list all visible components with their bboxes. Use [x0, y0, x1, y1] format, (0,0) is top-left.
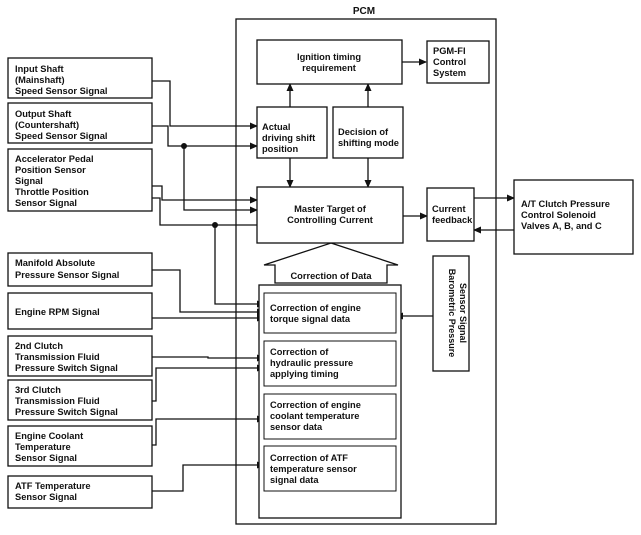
signal-lines	[152, 58, 515, 492]
svg-text:coolant temperature: coolant temperature	[270, 411, 359, 421]
atf-temperature-box: ATF Temperature Sensor Signal	[7, 475, 153, 509]
accelerator-throttle-box: Accelerator Pedal Position Sensor Signal…	[7, 148, 153, 212]
correction-hydraulic-box: Correction of hydraulic pressure applyin…	[263, 340, 397, 387]
svg-text:Engine RPM Signal: Engine RPM Signal	[15, 307, 100, 317]
svg-text:Correction of engine: Correction of engine	[270, 303, 361, 313]
svg-text:3rd Clutch: 3rd Clutch	[15, 385, 61, 395]
svg-text:Master Target of: Master Target of	[294, 204, 367, 214]
correction-torque-box: Correction of engine torque signal data	[263, 292, 397, 334]
svg-text:ATF Temperature: ATF Temperature	[15, 481, 91, 491]
svg-text:temperature sensor: temperature sensor	[270, 464, 357, 474]
svg-text:Sensor Signal: Sensor Signal	[15, 198, 77, 208]
svg-text:torque signal data: torque signal data	[270, 314, 351, 324]
pgm-fi-box: PGM-FI Control System	[426, 40, 490, 84]
engine-rpm-box: Engine RPM Signal	[7, 292, 153, 330]
svg-text:position: position	[262, 144, 298, 154]
correction-of-data-arrow	[263, 242, 399, 284]
svg-text:Pressure Sensor Signal: Pressure Sensor Signal	[15, 270, 119, 280]
map-sensor-box: Manifold Absolute Pressure Sensor Signal	[7, 252, 153, 287]
svg-text:Current: Current	[432, 204, 466, 214]
svg-text:Transmission Fluid: Transmission Fluid	[15, 352, 100, 362]
svg-text:Output Shaft: Output Shaft	[15, 109, 71, 119]
svg-text:Correction of engine: Correction of engine	[270, 400, 361, 410]
svg-text:PGM-FI: PGM-FI	[433, 46, 466, 56]
svg-text:Sensor Signal: Sensor Signal	[15, 453, 77, 463]
correction-atf-box: Correction of ATF temperature sensor sig…	[263, 445, 397, 492]
input-shaft-box: Input Shaft (Mainshaft) Speed Sensor Sig…	[7, 57, 153, 99]
svg-text:shifting mode: shifting mode	[338, 138, 399, 148]
svg-text:Controlling Current: Controlling Current	[287, 215, 373, 225]
svg-text:feedback: feedback	[432, 215, 473, 225]
3rd-clutch-box: 3rd Clutch Transmission Fluid Pressure S…	[7, 379, 153, 421]
svg-text:driving shift: driving shift	[262, 133, 315, 143]
solenoid-valves-box: A/T Clutch Pressure Control Solenoid Val…	[513, 179, 634, 255]
svg-text:sensor data: sensor data	[270, 422, 323, 432]
correction-of-data-label: Correction of Data	[290, 271, 372, 281]
svg-text:Accelerator Pedal: Accelerator Pedal	[15, 154, 94, 164]
svg-text:(Countershaft): (Countershaft)	[15, 120, 79, 130]
master-target-box: Master Target of Controlling Current	[256, 186, 404, 244]
svg-text:Decision of: Decision of	[338, 127, 389, 137]
2nd-clutch-box: 2nd Clutch Transmission Fluid Pressure S…	[7, 335, 153, 377]
svg-text:Valves A, B, and C: Valves A, B, and C	[521, 221, 602, 231]
svg-text:Actual: Actual	[262, 122, 290, 132]
svg-text:Input Shaft: Input Shaft	[15, 64, 64, 74]
svg-text:Throttle Position: Throttle Position	[15, 187, 89, 197]
svg-text:Barometric Pressure: Barometric Pressure	[447, 269, 457, 358]
barometric-pressure-box: Barometric Pressure Sensor Signal	[432, 255, 470, 372]
svg-text:Speed Sensor Signal: Speed Sensor Signal	[15, 86, 107, 96]
svg-text:Signal: Signal	[15, 176, 43, 186]
junction-dot	[181, 143, 187, 149]
input-signals: Input Shaft (Mainshaft) Speed Sensor Sig…	[7, 57, 153, 509]
svg-text:System: System	[433, 68, 466, 78]
svg-text:Manifold Absolute: Manifold Absolute	[15, 258, 95, 268]
svg-text:2nd Clutch: 2nd Clutch	[15, 341, 63, 351]
svg-text:Position Sensor: Position Sensor	[15, 165, 86, 175]
actual-shift-position-box: Actual driving shift position	[256, 106, 328, 159]
svg-text:Ignition timing: Ignition timing	[297, 52, 361, 62]
svg-text:Correction of ATF: Correction of ATF	[270, 453, 348, 463]
svg-text:Sensor Signal: Sensor Signal	[15, 492, 77, 502]
ignition-timing-box: Ignition timing requirement	[256, 39, 403, 85]
current-feedback-box: Current feedback	[426, 187, 475, 242]
svg-text:Transmission Fluid: Transmission Fluid	[15, 396, 100, 406]
svg-text:A/T Clutch Pressure: A/T Clutch Pressure	[521, 199, 610, 209]
svg-text:applying timing: applying timing	[270, 369, 339, 379]
output-shaft-box: Output Shaft (Countershaft) Speed Sensor…	[7, 102, 153, 144]
svg-text:Engine Coolant: Engine Coolant	[15, 431, 83, 441]
svg-text:Control Solenoid: Control Solenoid	[521, 210, 596, 220]
svg-text:signal data: signal data	[270, 475, 319, 485]
svg-text:requirement: requirement	[302, 63, 356, 73]
svg-text:Temperature: Temperature	[15, 442, 71, 452]
decision-shifting-mode-box: Decision of shifting mode	[332, 106, 404, 159]
junction-dot	[212, 222, 218, 228]
svg-text:Pressure Switch Signal: Pressure Switch Signal	[15, 363, 118, 373]
svg-text:hydraulic pressure: hydraulic pressure	[270, 358, 353, 368]
svg-text:Speed Sensor Signal: Speed Sensor Signal	[15, 131, 107, 141]
engine-coolant-box: Engine Coolant Temperature Sensor Signal	[7, 425, 153, 467]
pcm-title: PCM	[353, 6, 375, 17]
svg-text:Control: Control	[433, 57, 466, 67]
svg-text:Pressure Switch Signal: Pressure Switch Signal	[15, 407, 118, 417]
svg-text:Correction of: Correction of	[270, 347, 329, 357]
correction-coolant-box: Correction of engine coolant temperature…	[263, 393, 397, 440]
svg-text:(Mainshaft): (Mainshaft)	[15, 75, 65, 85]
svg-text:Sensor Signal: Sensor Signal	[458, 283, 468, 343]
